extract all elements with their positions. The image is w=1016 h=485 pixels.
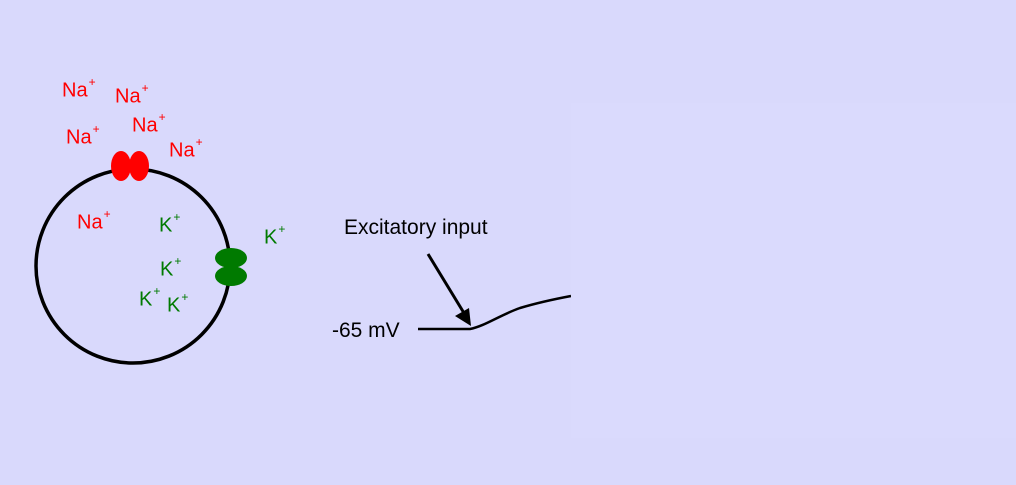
resting-potential-label: -65 mV (332, 319, 400, 342)
graph-panel (571, 103, 1016, 438)
cell-membrane (34, 167, 232, 365)
sodium-ion: Na+ (66, 122, 100, 149)
sodium-ion: Na+ (77, 207, 111, 234)
sodium-channel (111, 151, 149, 181)
sodium-ion: Na+ (132, 110, 166, 137)
potassium-ion: K+ (167, 290, 189, 317)
membrane-potential-trace (418, 294, 572, 331)
potassium-ion: K+ (264, 222, 286, 249)
sodium-ion: Na+ (169, 135, 203, 162)
potassium-ion: K+ (139, 284, 161, 311)
potassium-ion: K+ (160, 254, 182, 281)
excitatory-input-label: Excitatory input (344, 216, 488, 239)
sodium-ion: Na+ (115, 81, 149, 108)
sodium-ion: Na+ (62, 75, 96, 102)
arrow-icon (426, 253, 471, 326)
potassium-ion: K+ (159, 210, 181, 237)
potassium-channel (215, 248, 247, 286)
